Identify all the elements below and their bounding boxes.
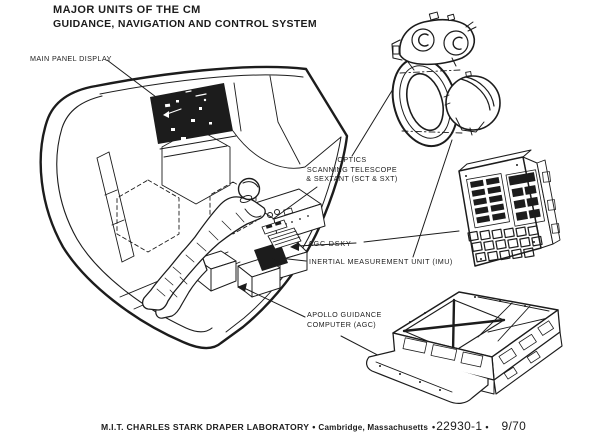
figure-title-line1: MAJOR UNITS OF THE CM — [53, 4, 201, 16]
footer-lab-name: M.I.T. CHARLES STARK DRAPER LABORATORY — [101, 422, 310, 432]
agc-unit-illustration — [366, 291, 563, 404]
astronaut-helmet — [237, 177, 261, 201]
sct-eyepiece — [267, 212, 273, 218]
arrowhead-agc — [237, 283, 247, 292]
astronaut-figure — [141, 177, 266, 319]
label-optics: OPTICS SCANNING TELESCOPE & SEXTANT (SCT… — [304, 155, 400, 184]
footer-location: Cambridge, Massachusetts — [318, 423, 429, 432]
main-panel-display-artwork — [150, 83, 233, 144]
couch-frames — [96, 127, 257, 263]
leader-agc-dsky — [296, 230, 460, 247]
figure-title-line2: GUIDANCE, NAVIGATION AND CONTROL SYSTEM — [53, 18, 317, 30]
dsky-unit-illustration — [458, 149, 561, 267]
dsky-in-cabin-artwork — [261, 219, 302, 250]
label-main-panel-display: MAIN PANEL DISPLAY — [30, 54, 112, 63]
footer-separator-2: • — [432, 422, 436, 432]
label-agc-line2: COMPUTER (AGC) — [307, 319, 377, 329]
imu-in-cabin-artwork — [254, 242, 288, 271]
footer-credit: M.I.T. CHARLES STARK DRAPER LABORATORY •… — [101, 419, 526, 433]
imu-sphere-illustration — [443, 71, 501, 136]
label-imu: INERTIAL MEASUREMENT UNIT (IMU) — [309, 257, 453, 266]
footer-separator-3: • — [485, 422, 489, 432]
label-optics-line2: SCANNING TELESCOPE — [306, 164, 398, 174]
leader-optics-cabin — [272, 186, 318, 220]
label-optics-line3: & SEXTANT (SCT & SXT) — [306, 174, 398, 184]
sxt-eyepiece — [274, 209, 280, 215]
label-apollo-guidance-computer: APOLLO GUIDANCE COMPUTER (AGC) — [307, 310, 382, 329]
dsky-keypad — [467, 225, 543, 263]
leader-imu — [278, 139, 453, 262]
arrowhead-imu — [271, 253, 281, 262]
footer-date: 9/70 — [501, 419, 527, 433]
arrowhead-agc-dsky — [290, 242, 299, 251]
cm-cutaway-illustration — [39, 65, 349, 350]
label-optics-line1: OPTICS — [337, 155, 367, 164]
footer-separator-1: • — [312, 422, 316, 432]
optics-assembly-illustration — [391, 11, 501, 148]
label-agc-dsky: AGC DSKY — [308, 239, 352, 248]
leader-main-panel-display — [106, 59, 161, 101]
footer-doc-number: 22930-1 — [436, 419, 483, 433]
dsky-display — [505, 169, 545, 227]
label-agc-line1: APOLLO GUIDANCE — [307, 310, 382, 319]
dsky-indicator-grid — [466, 173, 510, 229]
panel-instrument-marks — [163, 90, 212, 140]
